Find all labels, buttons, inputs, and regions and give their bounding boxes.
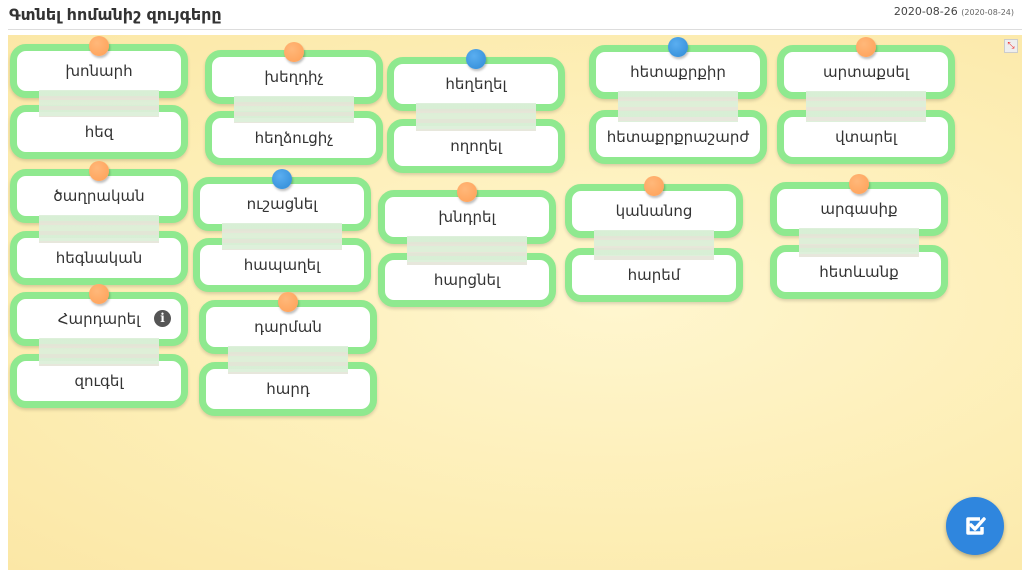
word-card-label: ուշացնել [246,195,318,213]
word-card-label: ծաղրական [53,187,145,205]
tape-connector [618,91,738,122]
word-card-label: ողողել [450,137,502,155]
tape-connector [407,236,527,265]
fullscreen-icon[interactable]: ⤡ [1004,39,1018,53]
divider [8,29,1022,30]
pin-icon [89,161,109,181]
pin-icon [466,49,486,69]
pin-icon [457,182,477,202]
word-card-label: արտաքսել [823,63,909,81]
word-card-label: հետևանք [819,263,899,281]
page-title: Գտնել հոմանիշ զույգերը [9,5,222,24]
tape-connector [39,90,159,117]
tape-connector [39,215,159,243]
tape-connector [416,103,536,131]
word-card-label: հետաքրքիր [630,63,726,81]
pin-icon [89,36,109,56]
word-card-label: կանանոց [615,202,693,220]
word-card-label: հարցնել [433,271,501,289]
word-card-label: հեղեղել [445,75,507,93]
word-card-label: հապաղել [243,256,321,274]
tape-connector [39,338,159,366]
word-card-label: հեղձուցիչ [254,129,334,147]
word-card-label: հարդ [266,380,310,398]
word-card-label: Հարդարել [57,310,141,328]
word-card-label: հեգնական [55,249,143,267]
tape-connector [799,228,919,257]
word-card-label: դարման [254,318,322,336]
date-primary: 2020-08-26 [893,5,958,18]
word-card-label: խնդրել [438,208,496,226]
word-card-label: հեզ [84,123,114,141]
tape-connector [234,96,354,123]
tape-connector [228,346,348,374]
pin-icon [668,37,688,57]
word-card-label: վտարել [835,128,897,146]
tape-connector [806,91,926,122]
word-card-label: զուգել [74,372,124,390]
game-board: ⤡ խոնարհ հեզ խեղդիչ հեղձուցիչ հեղեղել ողողել հ… [8,35,1022,570]
date: 2020-08-26 (2020-08-24) [894,5,1014,18]
date-secondary: (2020-08-24) [961,8,1014,17]
info-icon[interactable]: i [154,310,171,327]
word-card-label: արգասիք [820,200,898,218]
pin-icon [856,37,876,57]
word-card-label: հարեմ [627,266,681,284]
word-card[interactable]: խնդրել [378,190,556,244]
tape-connector [594,230,714,260]
pin-icon [272,169,292,189]
pin-icon [278,292,298,312]
check-answers-button[interactable] [946,497,1004,555]
pin-icon [644,176,664,196]
word-card-label: խեղդիչ [264,68,324,86]
pin-icon [284,42,304,62]
word-card-label: խոնարհ [65,62,133,80]
checkbox-check-icon [966,517,986,535]
pin-icon [849,174,869,194]
pin-icon [89,284,109,304]
tape-connector [222,223,342,250]
word-card-label: հետաքրքրաշարժ [606,128,750,146]
